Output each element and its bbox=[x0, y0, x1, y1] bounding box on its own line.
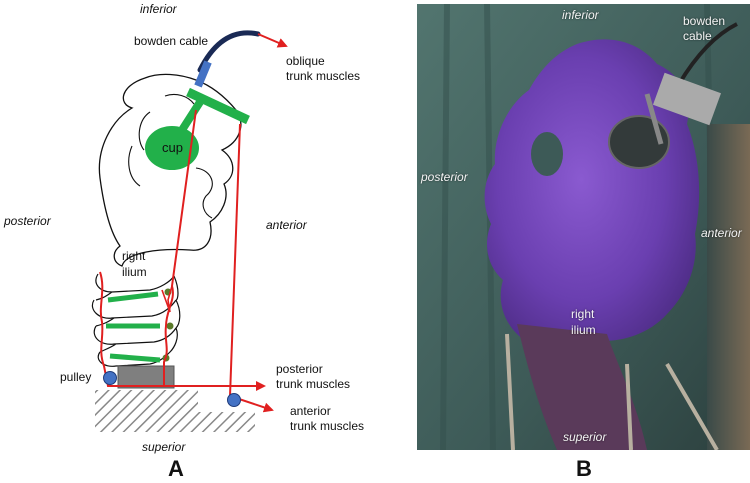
cable-ilium bbox=[161, 285, 173, 313]
vertebra-fixture-3 bbox=[109, 353, 161, 363]
cable-anterior bbox=[228, 123, 274, 413]
base-block bbox=[117, 365, 175, 389]
label-posterior-a: posterior bbox=[4, 214, 51, 228]
vertebrae-outline bbox=[91, 273, 181, 367]
label-bowden-cable-b: bowden cable bbox=[683, 14, 726, 43]
label-posterior-trunk-muscles: posterior trunk muscles bbox=[276, 362, 351, 391]
label-anterior-trunk-muscles: anterior trunk muscles bbox=[290, 404, 365, 433]
bowden-cable-photo bbox=[677, 22, 738, 86]
mount-screw bbox=[644, 93, 664, 145]
pulley-left bbox=[103, 371, 117, 385]
specimen-photo-drawing bbox=[417, 4, 750, 450]
label-anterior-b: anterior bbox=[701, 226, 742, 240]
panel-b-photo: inferior bowden cable posterior anterior… bbox=[417, 4, 750, 450]
label-anterior-a: anterior bbox=[266, 218, 307, 232]
specimen-cup bbox=[608, 115, 670, 169]
label-superior-a: superior bbox=[142, 440, 186, 454]
label-right-ilium-a: right ilium bbox=[122, 249, 147, 279]
panel-letter-b: B bbox=[576, 456, 592, 481]
panel-a-schematic: inferior bowden cable oblique trunk musc… bbox=[4, 2, 365, 481]
pulley-right bbox=[227, 393, 241, 407]
specimen-foramen bbox=[531, 132, 563, 176]
oblique-cable bbox=[257, 33, 288, 48]
label-posterior-b: posterior bbox=[421, 170, 468, 184]
cable-posterior bbox=[163, 109, 266, 391]
cup-shape bbox=[145, 126, 199, 170]
vertebra-fixture-1 bbox=[107, 291, 159, 303]
label-superior-b: superior bbox=[563, 430, 607, 444]
fixture-screw-2 bbox=[166, 322, 174, 330]
apparatus-rods bbox=[505, 333, 719, 450]
mount-plate bbox=[652, 72, 722, 126]
t-bar-stem bbox=[178, 99, 204, 133]
t-bar-fixture bbox=[186, 87, 250, 125]
bowden-cable-tip bbox=[194, 60, 212, 88]
pelvis-inner-contour bbox=[128, 93, 213, 219]
apparatus-frame bbox=[707, 124, 750, 450]
label-inferior-a: inferior bbox=[140, 2, 177, 16]
label-pulley: pulley bbox=[60, 370, 92, 384]
label-bowden-cable-a: bowden cable bbox=[134, 34, 209, 48]
panel-letter-a: A bbox=[168, 456, 184, 481]
cable-pulley-loop bbox=[99, 271, 170, 387]
label-cup: cup bbox=[162, 140, 183, 155]
lower-spine-specimen bbox=[517, 324, 647, 450]
label-inferior-b: inferior bbox=[562, 8, 599, 22]
label-right-ilium-b: right ilium bbox=[571, 307, 596, 337]
label-oblique-trunk-muscles: oblique trunk muscles bbox=[286, 54, 361, 83]
schematic-drawing bbox=[91, 30, 288, 432]
hatched-base bbox=[95, 390, 255, 432]
